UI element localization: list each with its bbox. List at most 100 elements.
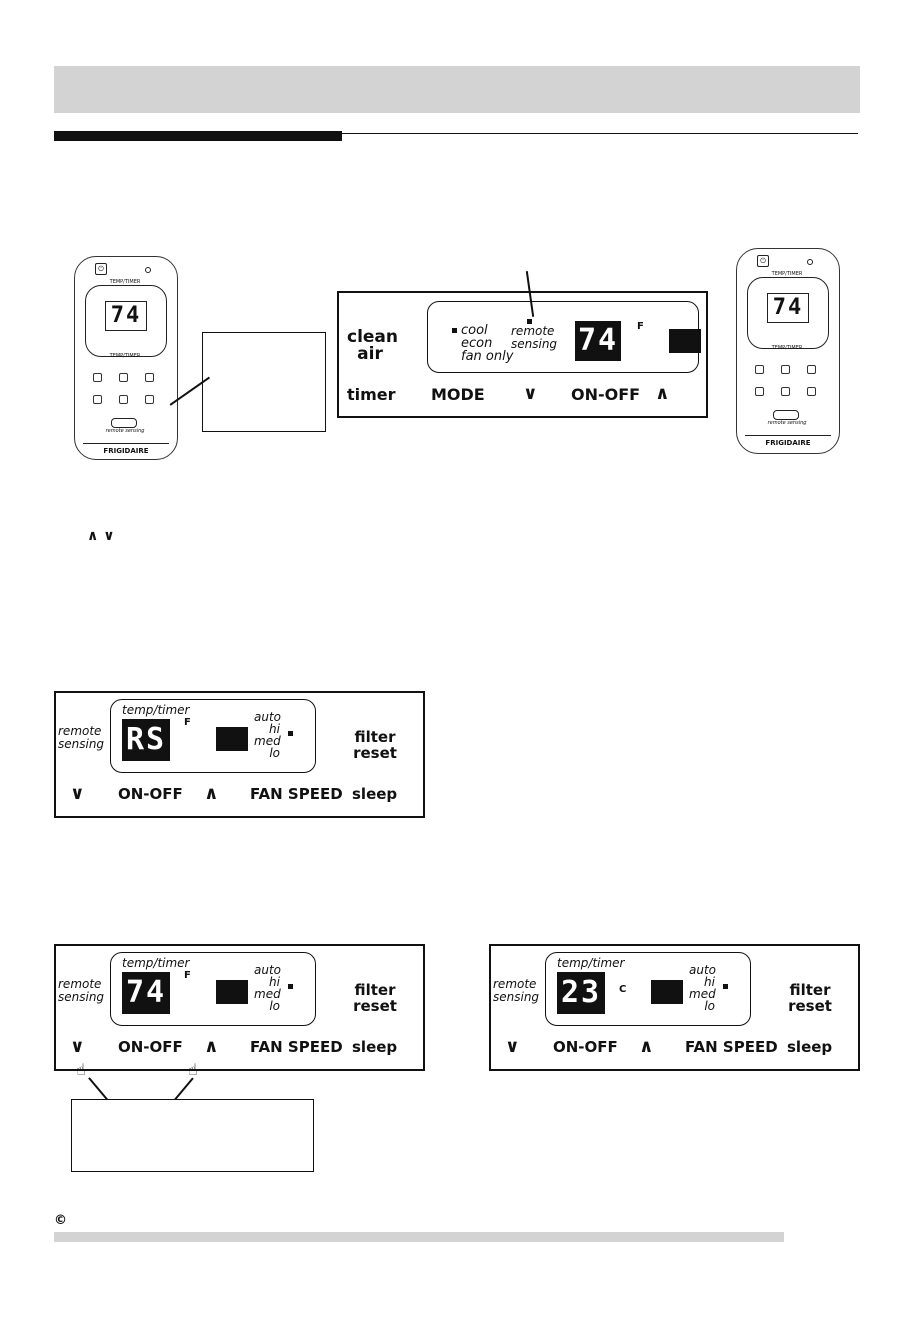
- display-window-outline: [110, 952, 316, 1026]
- remote-fan-only-button[interactable]: [145, 373, 154, 382]
- remote-cool-button[interactable]: [755, 365, 764, 374]
- control-panel-fahrenheit: remote sensing temp/timer 74 F auto hi m…: [54, 944, 425, 1071]
- down-button[interactable]: ∨: [505, 1036, 520, 1057]
- header-band: [54, 66, 860, 113]
- remote-brand: FRIGIDAIRE: [83, 443, 169, 455]
- indicator-block: [669, 329, 701, 353]
- down-button[interactable]: ∨: [70, 783, 85, 804]
- down-button[interactable]: ∨: [70, 1036, 85, 1057]
- remote-brand: FRIGIDAIRE: [745, 435, 831, 447]
- remote-energy-saver-button[interactable]: [781, 365, 790, 374]
- fan-auto-indicator: [723, 984, 728, 989]
- remote-timer-button[interactable]: [807, 387, 816, 396]
- power-icon: ⏻: [757, 255, 769, 267]
- filter-reset-button[interactable]: filter reset: [353, 728, 397, 762]
- section-rule-thin: [342, 133, 858, 134]
- mode-econ: econ: [461, 336, 493, 351]
- fan-lo: lo: [269, 746, 280, 760]
- remote-control-right: ⏻ TEMP/TIMER 74 TEMP/TIMER remote sensin…: [736, 248, 840, 454]
- indicator-block: [216, 980, 248, 1004]
- fan-lo: lo: [704, 999, 715, 1013]
- top-display: 74: [575, 321, 621, 361]
- fan-med: med: [689, 987, 716, 1001]
- sleep-button[interactable]: sleep: [352, 1038, 398, 1056]
- display-window-outline: [110, 699, 316, 773]
- remote-temp-timer-top: TEMP/TIMER: [109, 279, 141, 285]
- mode-button[interactable]: MODE: [431, 385, 485, 404]
- fan-hi: hi: [704, 975, 715, 989]
- fan-speed-button[interactable]: FAN SPEED: [250, 1038, 343, 1056]
- fan-speed-button[interactable]: FAN SPEED: [685, 1038, 778, 1056]
- up-button[interactable]: ∧: [639, 1036, 654, 1057]
- remote-control-left: ⏻ TEMP/TIMER 74 TEMP/TIMER remote sensin…: [74, 256, 178, 460]
- pointing-hand-icon: ☝: [188, 1060, 198, 1079]
- remote-sensing-label: remote sensing: [105, 428, 145, 434]
- timer-button[interactable]: timer: [347, 385, 396, 404]
- fan-med: med: [254, 987, 281, 1001]
- remote-timer-button[interactable]: [145, 395, 154, 404]
- remote-sensing-indicator: [527, 319, 532, 324]
- fan-auto: auto: [254, 710, 282, 724]
- remote-dpad: [747, 277, 829, 349]
- remote-sensing-label: remote sensing: [58, 724, 105, 751]
- fan-auto-indicator: [288, 731, 293, 736]
- section-rule-thick: [54, 131, 342, 141]
- filter-reset-button[interactable]: filter reset: [353, 981, 397, 1015]
- fan-hi: hi: [269, 975, 280, 989]
- power-icon: ⏻: [95, 263, 107, 275]
- up-button[interactable]: ∧: [204, 783, 219, 804]
- up-button[interactable]: ∧: [204, 1036, 219, 1057]
- fan-speed-button[interactable]: FAN SPEED: [250, 785, 343, 803]
- unit-label: F: [184, 970, 191, 981]
- up-button[interactable]: ∧: [655, 383, 670, 404]
- remote-temp-timer-top: TEMP/TIMER: [771, 271, 803, 277]
- temp-timer-label: temp/timer: [122, 703, 190, 717]
- mode-fan-only: fan only: [461, 349, 514, 364]
- fan-med: med: [254, 734, 281, 748]
- remote-display: 74: [105, 301, 147, 331]
- remote-fan-only-button[interactable]: [807, 365, 816, 374]
- remote-sensing-button[interactable]: [773, 410, 799, 420]
- sleep-button[interactable]: sleep: [787, 1038, 833, 1056]
- remote-sensing-label: remote sensing: [767, 420, 807, 426]
- remote-sleep-button[interactable]: [755, 387, 764, 396]
- rs-display: RS: [122, 719, 170, 761]
- on-off-button[interactable]: ON-OFF: [118, 785, 183, 803]
- remote-dpad: [85, 285, 167, 357]
- fan-auto: auto: [689, 963, 717, 977]
- sleep-button[interactable]: sleep: [352, 785, 398, 803]
- clean-air-label[interactable]: clean air: [347, 327, 399, 364]
- f-display: 74: [122, 972, 170, 1014]
- on-off-button[interactable]: ON-OFF: [553, 1038, 618, 1056]
- pointing-hand-icon: ☝: [76, 1060, 86, 1079]
- remote-temp-timer-bottom: TEMP/TIMER: [109, 353, 141, 359]
- up-down-arrows-text: ∧ ∨: [87, 528, 115, 544]
- display-window-outline: [545, 952, 751, 1026]
- remote-display: 74: [767, 293, 809, 323]
- remote-auto-fan-button[interactable]: [119, 395, 128, 404]
- callout-box-remote: [202, 332, 326, 432]
- remote-auto-fan-button[interactable]: [781, 387, 790, 396]
- temp-timer-label: temp/timer: [122, 956, 190, 970]
- c-display: 23: [557, 972, 605, 1014]
- indicator-led: [807, 259, 813, 265]
- remote-sensing-label: remote sensing: [58, 977, 105, 1004]
- remote-sensing-button[interactable]: [111, 418, 137, 428]
- on-off-button[interactable]: ON-OFF: [118, 1038, 183, 1056]
- filter-reset-button[interactable]: filter reset: [788, 981, 832, 1015]
- cool-indicator: [452, 328, 457, 333]
- indicator-led: [145, 267, 151, 273]
- copyright-icon: ©: [54, 1213, 67, 1228]
- on-off-button[interactable]: ON-OFF: [571, 385, 641, 404]
- remote-energy-saver-button[interactable]: [119, 373, 128, 382]
- mode-cool: cool: [461, 323, 488, 338]
- fan-hi: hi: [269, 722, 280, 736]
- remote-sleep-button[interactable]: [93, 395, 102, 404]
- control-panel-rs: remote sensing temp/timer RS F auto hi m…: [54, 691, 425, 818]
- down-button[interactable]: ∨: [523, 383, 538, 404]
- indicator-block: [651, 980, 683, 1004]
- remote-cool-button[interactable]: [93, 373, 102, 382]
- control-panel-celsius: remote sensing temp/timer 23 C auto hi m…: [489, 944, 860, 1071]
- callout-box-buttons: [71, 1099, 314, 1172]
- indicator-block: [216, 727, 248, 751]
